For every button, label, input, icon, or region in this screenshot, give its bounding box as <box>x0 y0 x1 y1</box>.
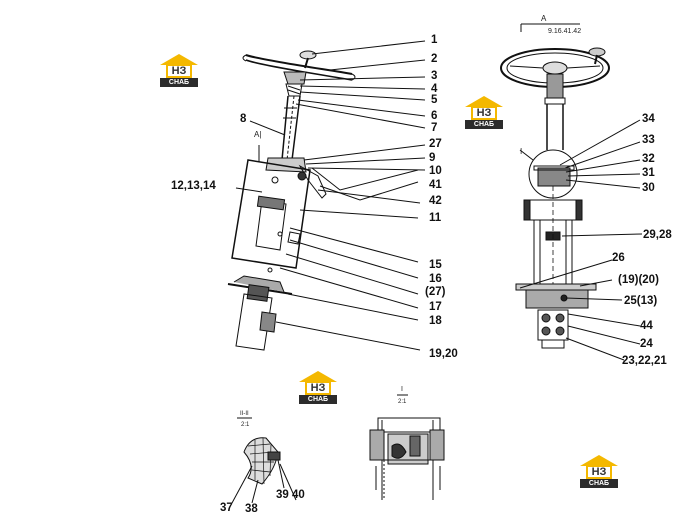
callout-23-22-21: 23,22,21 <box>622 355 667 367</box>
section-i-title: I <box>401 386 403 393</box>
view-a-title: A <box>541 14 547 23</box>
callout-6: 6 <box>431 110 438 122</box>
callout-16: 16 <box>429 273 442 285</box>
callout-9: 9 <box>429 152 436 164</box>
callout-4: 4 <box>431 83 438 95</box>
section-i-scale: 2:1 <box>398 399 407 405</box>
callout-19-20: 19,20 <box>429 348 458 360</box>
callout-38: 38 <box>245 503 258 515</box>
callout-10: 10 <box>429 165 442 177</box>
callout-12-13-14: 12,13,14 <box>171 180 216 192</box>
callout-37: 37 <box>220 502 233 514</box>
callout-41: 41 <box>429 179 442 191</box>
callout-2: 2 <box>431 53 438 65</box>
callout-32: 32 <box>642 153 655 165</box>
callout-i: I <box>520 147 523 156</box>
callout-5: 5 <box>431 94 438 106</box>
detail-section-i <box>369 394 445 500</box>
callout-31: 31 <box>642 167 655 179</box>
callout-39-40: 39 40 <box>276 489 305 501</box>
left-steering-assembly <box>227 50 421 351</box>
view-a-arrow: A| <box>254 130 262 139</box>
callout-27: 27 <box>429 138 442 150</box>
callout-33: 33 <box>642 134 655 146</box>
callout-15: 15 <box>429 259 442 271</box>
callout-1: 1 <box>431 34 438 46</box>
callout-30: 30 <box>642 182 655 194</box>
callout-24: 24 <box>640 338 653 350</box>
callout-8: 8 <box>240 113 247 125</box>
callout-34: 34 <box>642 113 655 125</box>
callout-18: 18 <box>429 315 442 327</box>
callout-42: 42 <box>429 195 442 207</box>
callout-3: 3 <box>431 70 438 82</box>
callout-29-28: 29,28 <box>643 229 672 241</box>
callout-27-ref: (27) <box>425 286 446 298</box>
callout-44: 44 <box>640 320 653 332</box>
detail-section-ii <box>231 417 297 504</box>
right-view-a <box>500 23 643 361</box>
top-leaders <box>295 40 426 171</box>
callout-11: 11 <box>429 212 442 224</box>
view-a-code: 9.16.41.42 <box>548 28 582 35</box>
callout-26: 26 <box>612 252 625 264</box>
section-ii-title: II-II <box>240 411 249 417</box>
callout-25-13: 25(13) <box>624 295 658 307</box>
callout-19-20-ref: (19)(20) <box>618 274 659 286</box>
callout-17: 17 <box>429 301 442 313</box>
section-ii-scale: 2:1 <box>241 422 250 428</box>
callout-7: 7 <box>431 122 438 134</box>
